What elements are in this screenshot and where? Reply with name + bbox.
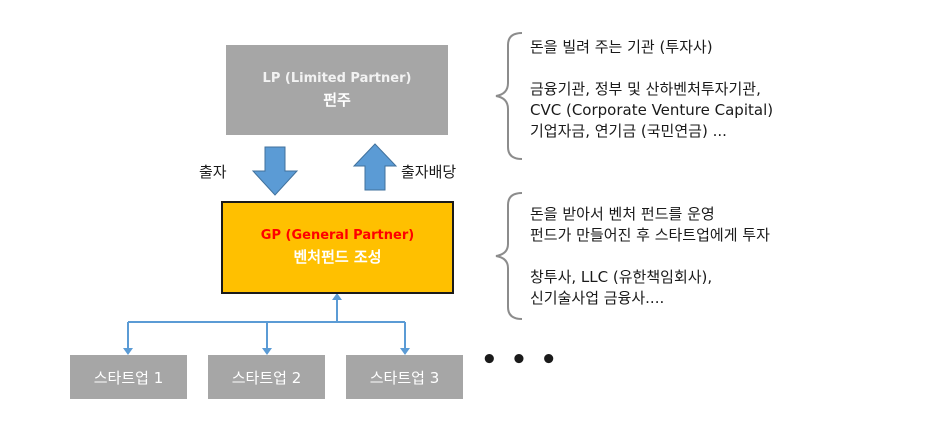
startup-3-box: 스타트업 3 (346, 355, 463, 399)
gp-note-line: 창투사, LLC (유한책임회사), (530, 268, 713, 286)
gp-title: GP (General Partner) (260, 228, 415, 243)
startup-2-arrowhead (262, 348, 272, 355)
lp-subtitle: 펀주 (323, 90, 351, 109)
lp-box: LP (Limited Partner) 펀주 (226, 45, 448, 135)
lp-brace (495, 32, 523, 160)
ellipsis: • • • (481, 345, 559, 375)
lp-title: LP (Limited Partner) (262, 70, 412, 86)
lp-note-line (530, 58, 773, 79)
gp-subtitle: 벤처펀드 조성 (293, 248, 382, 266)
startup-1-arrowhead (123, 348, 133, 355)
invest-label: 출자 (199, 163, 227, 181)
gp-brace (495, 192, 523, 320)
dividend-arrow (352, 143, 398, 191)
gp-note-line: 돈을 받아서 벤처 펀드를 운영 (530, 205, 715, 223)
gp-note-line (530, 246, 770, 267)
gp-note-line: 신기술사업 금융사.... (530, 289, 665, 307)
startup-connector-tree (127, 296, 406, 350)
startup-3-arrowhead (400, 348, 410, 355)
lp-note-line: 기업자금, 연기금 (국민연금) ... (530, 122, 727, 140)
startup-2-box: 스타트업 2 (208, 355, 325, 399)
lp-note-line: 돈을 빌려 주는 기관 (투자사) (530, 38, 713, 56)
invest-arrow (251, 146, 299, 196)
gp-arrowhead (332, 293, 342, 300)
lp-note-line: CVC (Corporate Venture Capital) (530, 101, 774, 119)
lp-note-line: 금융기관, 정부 및 산하벤처투자기관, (530, 80, 761, 98)
gp-notes: 돈을 받아서 벤처 펀드를 운영 펀드가 만들어진 후 스타트업에게 투자 창투… (530, 204, 770, 309)
lp-notes: 돈을 빌려 주는 기관 (투자사) 금융기관, 정부 및 산하벤처투자기관, C… (530, 37, 773, 142)
dividend-label: 출자배당 (401, 163, 457, 181)
startup-1-box: 스타트업 1 (70, 355, 187, 399)
gp-note-line: 펀드가 만들어진 후 스타트업에게 투자 (530, 226, 770, 244)
gp-box: GP (General Partner) 벤처펀드 조성 (221, 201, 454, 294)
